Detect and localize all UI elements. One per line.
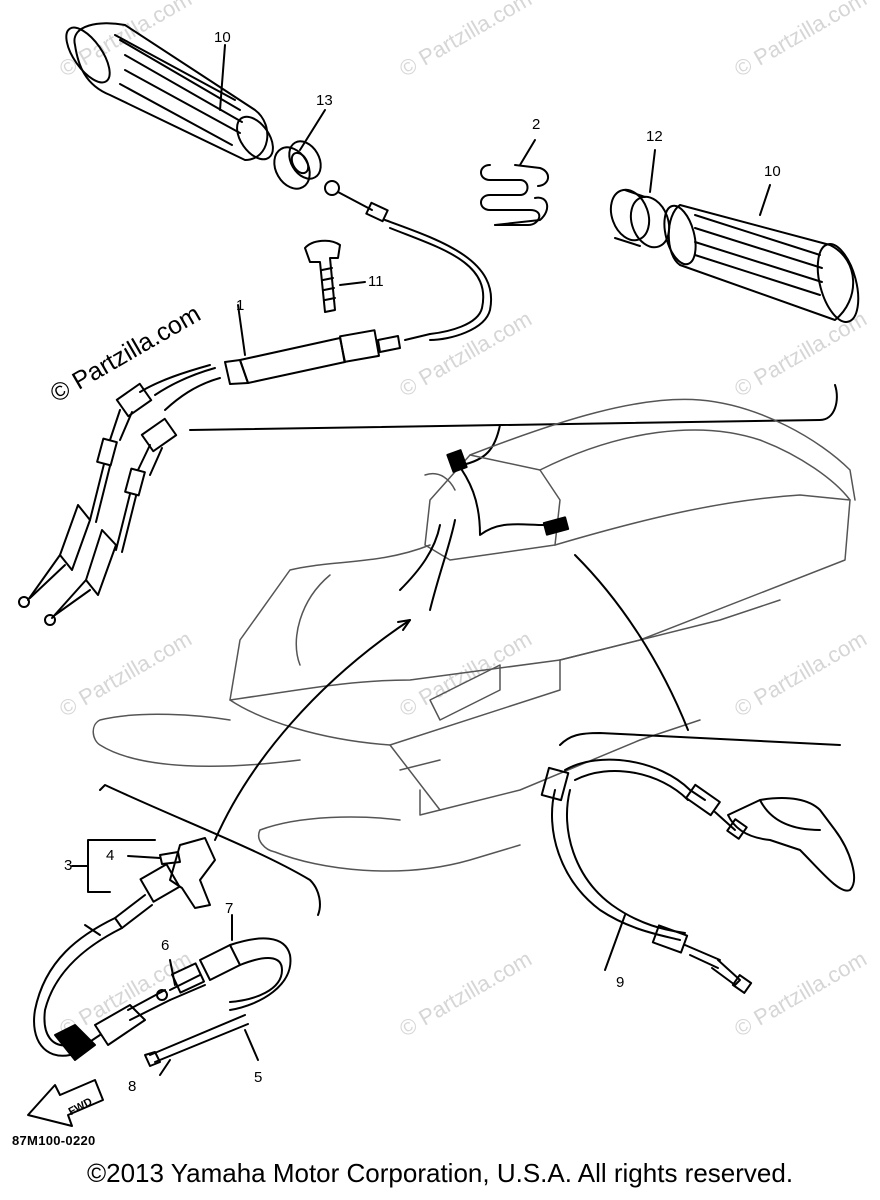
cable-end-marker [542,516,570,536]
leader-arrow-front [399,519,456,611]
throttle-cable-part-1 [18,180,493,626]
callout-4: 4 [106,847,115,864]
callout-10-right: 10 [764,163,781,180]
snowmobile-outline [92,398,856,872]
choke-assembly-parts-3-8 [33,837,292,1076]
ring-part-12 [609,149,671,249]
leader-arrow-top [461,424,501,466]
callout-5: 5 [254,1069,263,1086]
callout-3: 3 [64,857,73,874]
callout-13: 13 [316,92,333,109]
callout-8: 8 [128,1078,137,1095]
clip-part-2 [480,139,549,226]
callout-11: 11 [368,273,384,290]
leader-13 [299,109,326,151]
arrow-head [397,619,411,631]
copyright-notice: ©2013 Yamaha Motor Corporation, U.S.A. A… [86,1158,794,1188]
section-divider-left [99,784,321,916]
leader-choke [454,459,546,536]
diagram-code: 87M100-0220 [12,1133,96,1148]
leader-arrow-3 [214,619,411,841]
grip-left-part-10 [65,22,274,161]
section-divider-right [559,732,841,746]
cable-end-marker [446,449,468,473]
brake-cable-part-9 [540,758,753,994]
callout-7: 7 [225,900,234,917]
ring-part-13 [273,140,322,190]
section-divider-top [189,384,838,431]
callout-6: 6 [161,937,170,954]
fwd-arrow [27,1079,104,1127]
leader-arrow-9 [574,554,689,731]
callout-10-left: 10 [214,29,231,46]
brake-lever [727,797,855,892]
callout-2: 2 [532,116,541,133]
leader-10-left [219,44,226,111]
callout-12: 12 [646,128,663,145]
grip-right-part-10 [663,184,860,323]
callout-9: 9 [616,974,625,991]
leader-1 [237,304,246,356]
pin-part-11 [304,239,366,313]
callout-1: 1 [236,297,245,314]
